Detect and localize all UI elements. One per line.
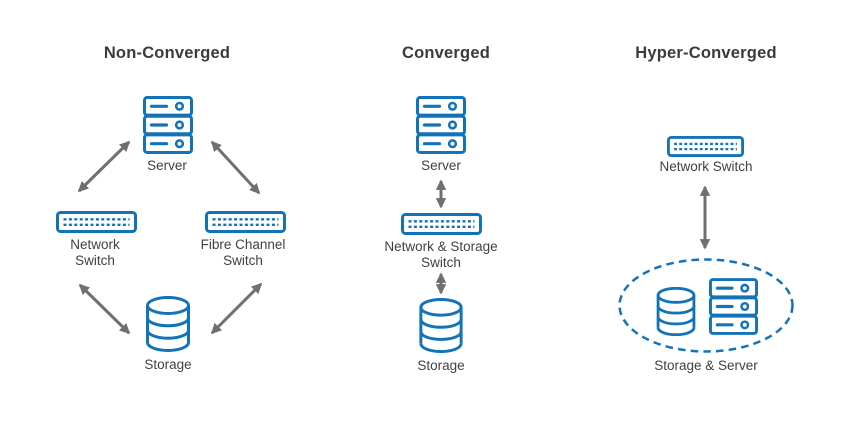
storage-label: Storage	[144, 357, 192, 372]
network-switch-label: Network Switch	[70, 237, 120, 268]
storage-cylinder-icon	[146, 296, 190, 352]
storage-and-server-label: Storage & Server	[654, 358, 758, 373]
double-arrow-fibre-switch-storage	[210, 282, 263, 335]
column-title-non-converged: Non-Converged	[103, 44, 231, 62]
network-switch-label: Network Switch	[659, 159, 753, 174]
column-title-converged: Converged	[402, 44, 490, 62]
double-arrow-server-fibre-switch	[210, 140, 261, 195]
double-arrow-server-network-switch	[77, 140, 131, 193]
server-label: Server	[421, 158, 461, 173]
network-switch-icon	[667, 136, 744, 157]
network-storage-switch-label: Network & Storage Switch	[384, 239, 498, 270]
fibre-channel-switch-icon	[205, 211, 286, 233]
network-switch-icon	[56, 211, 137, 233]
double-arrow-network-switch-storage	[78, 283, 131, 335]
fibre-channel-switch-label: Fibre Channel Switch	[200, 237, 286, 268]
storage-cylinder-icon	[656, 287, 696, 336]
storage-label: Storage	[417, 358, 465, 373]
server-label: Server	[147, 158, 187, 173]
storage-cylinder-icon	[419, 298, 463, 353]
dashed-ellipse-cluster-icon	[618, 258, 794, 353]
network-storage-switch-icon	[401, 213, 482, 235]
column-title-hyper-converged: Hyper-Converged	[635, 44, 777, 62]
server-icon	[709, 278, 758, 335]
server-icon	[143, 96, 193, 154]
server-icon	[416, 96, 466, 154]
